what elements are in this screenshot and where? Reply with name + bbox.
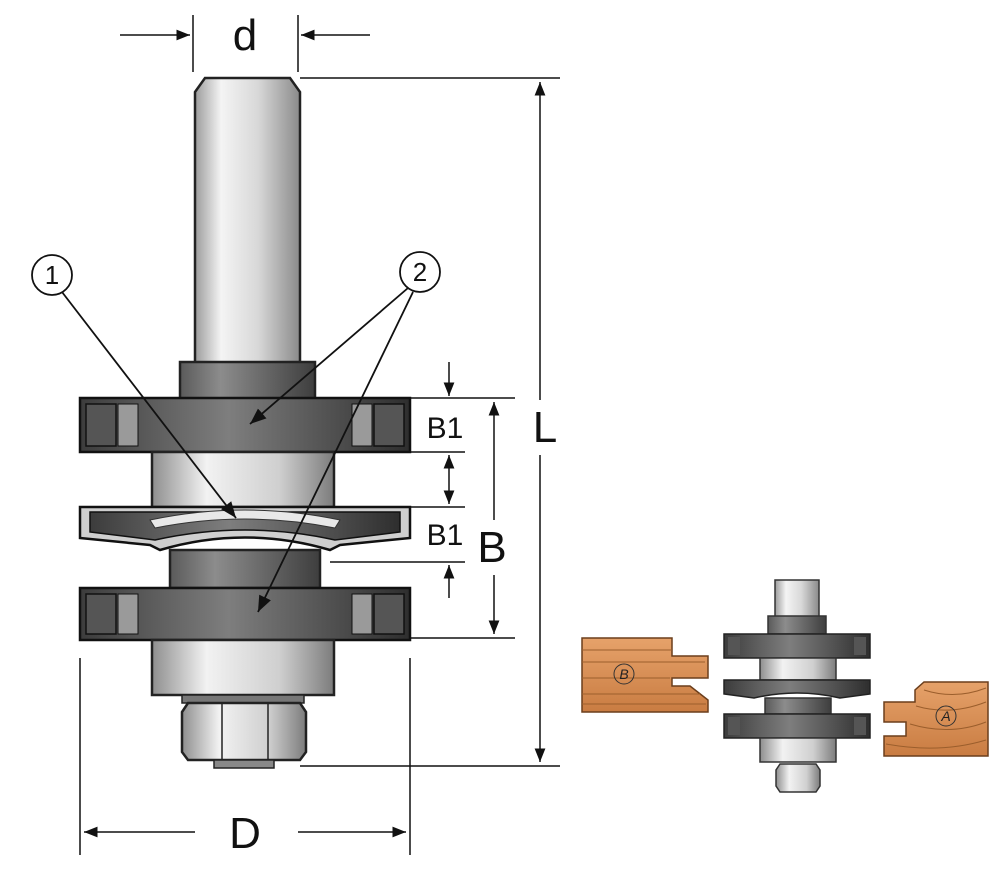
dimension-D: D bbox=[79, 658, 411, 858]
middle-cutter bbox=[78, 505, 412, 552]
callout-label-1: 1 bbox=[45, 260, 59, 290]
body-ring bbox=[168, 548, 322, 590]
callout-1: 1 bbox=[31, 254, 237, 519]
dim-label-L: L bbox=[533, 403, 557, 452]
callout-label-2: 2 bbox=[413, 257, 427, 287]
bottom-cutter bbox=[78, 586, 412, 642]
wood-piece-b: B bbox=[581, 637, 709, 713]
dimension-L: L bbox=[300, 77, 560, 767]
dimension-B1-top: B1 bbox=[334, 362, 515, 485]
shank bbox=[193, 76, 302, 370]
bottom-bearing bbox=[150, 638, 336, 697]
small-router-bit bbox=[723, 579, 871, 793]
dimension-B1-bottom: B1 bbox=[330, 485, 465, 598]
shank-collar bbox=[178, 360, 317, 404]
dim-label-B1-top: B1 bbox=[427, 412, 464, 445]
spacer-sleeve bbox=[150, 450, 336, 509]
dimension-d: d bbox=[120, 11, 370, 72]
wood-label-b: B bbox=[619, 666, 628, 682]
wood-piece-a: A bbox=[883, 681, 989, 757]
dim-label-B: B bbox=[477, 523, 506, 572]
top-cutter bbox=[78, 396, 412, 454]
dimension-B: B bbox=[410, 402, 515, 639]
hex-nut bbox=[180, 701, 308, 769]
main-router-bit bbox=[78, 76, 412, 769]
callout-2: 2 bbox=[249, 251, 441, 613]
dim-label-B1-bottom: B1 bbox=[427, 519, 464, 552]
dim-label-D: D bbox=[229, 809, 261, 858]
dim-label-d: d bbox=[233, 11, 257, 60]
wood-label-a: A bbox=[940, 708, 950, 724]
